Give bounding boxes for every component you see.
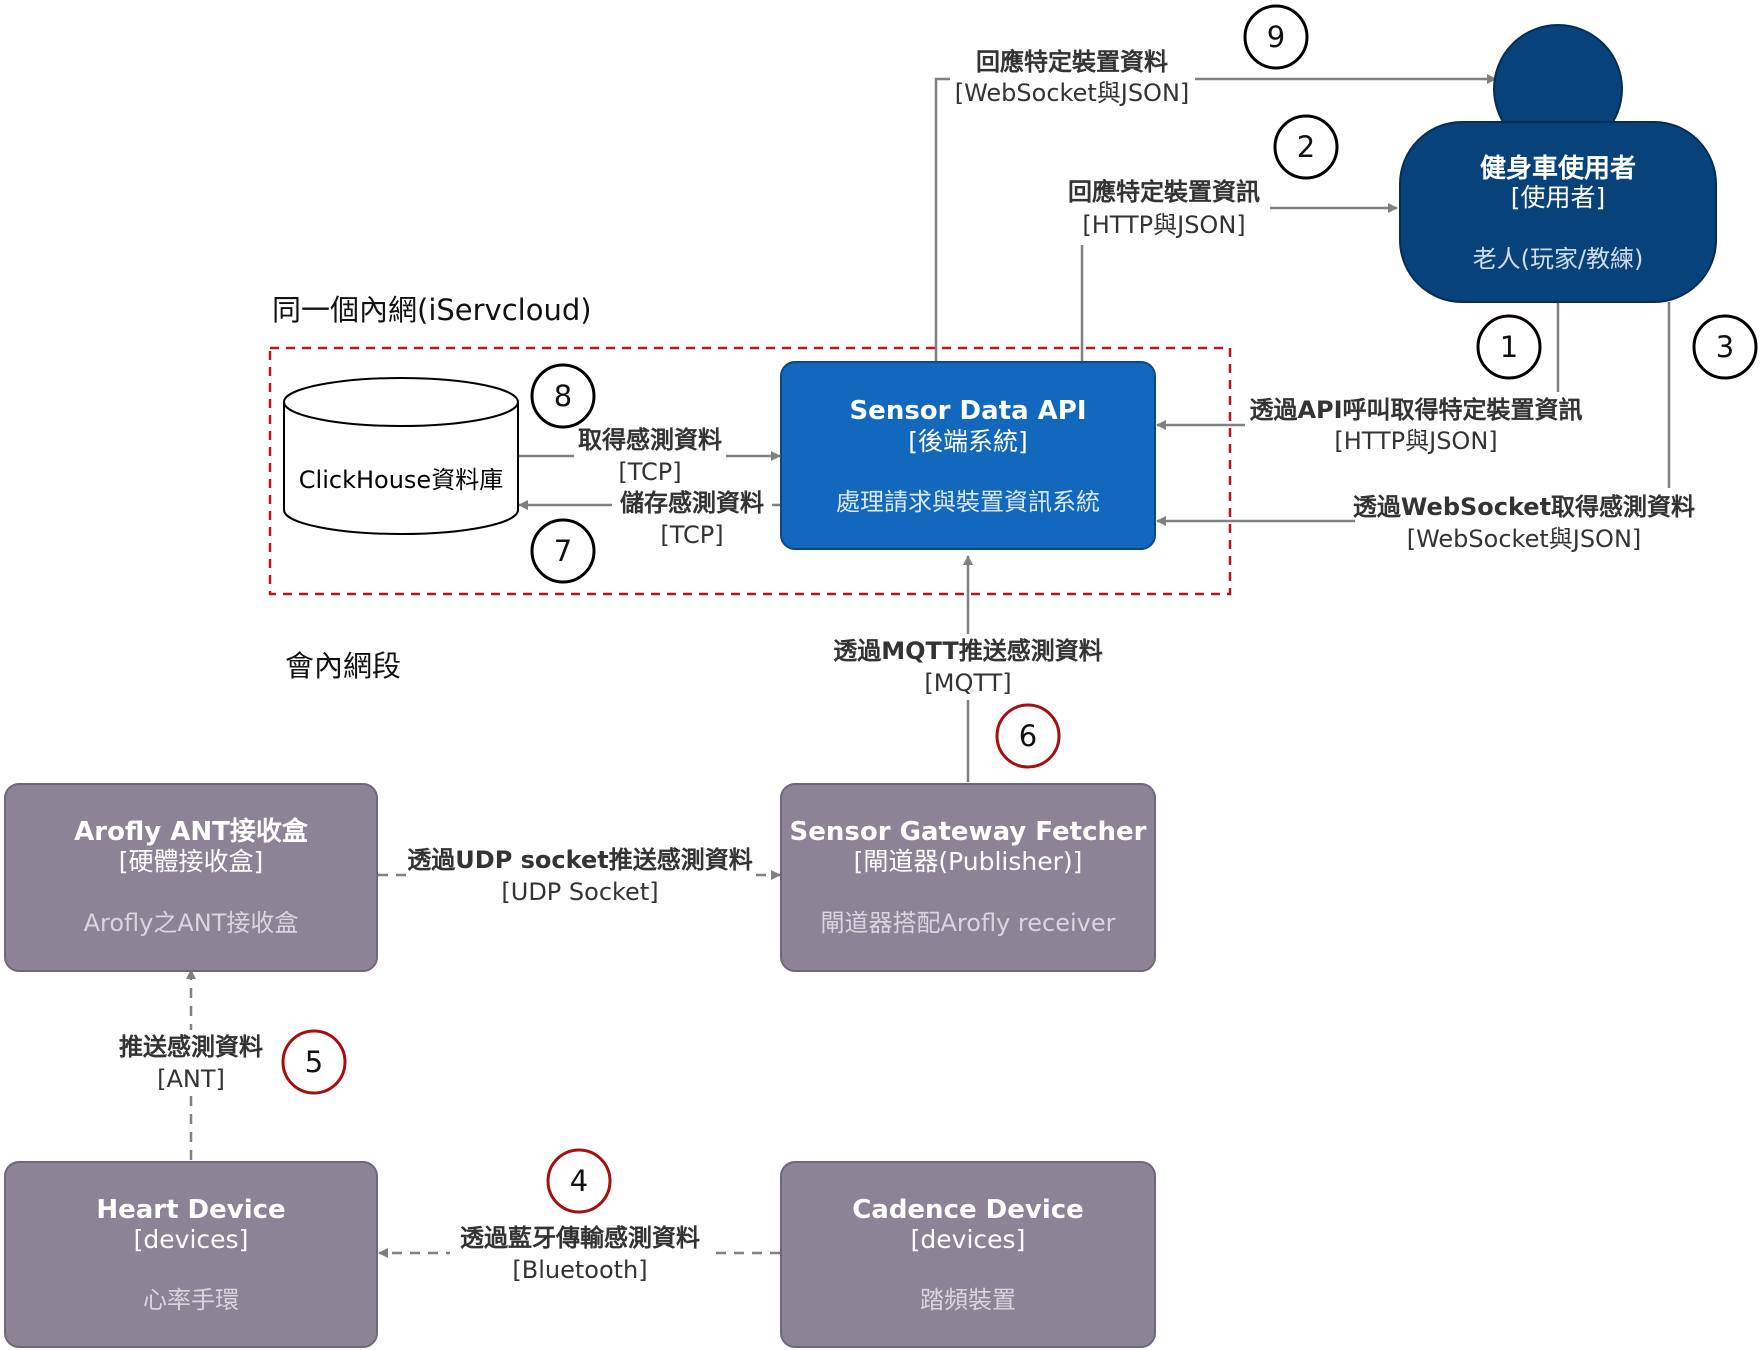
gateway-title: Sensor Gateway Fetcher — [790, 817, 1147, 847]
intranet-zone-label: 同一個內網(iServcloud) — [272, 293, 592, 327]
edge-udp: 透過UDP socket推送感測資料 [UDP Socket] — [378, 843, 781, 909]
api-description: 處理請求與裝置資訊系統 — [836, 488, 1100, 516]
step-8-badge — [530, 363, 596, 429]
step-4-badge — [546, 1148, 612, 1214]
cadence-description: 踏頻裝置 — [920, 1286, 1016, 1314]
edge-3-label: 透過WebSocket取得感測資料 — [1353, 493, 1695, 521]
edge-8-protocol: [TCP] — [618, 458, 681, 486]
step-6-badge — [995, 703, 1061, 769]
edge-9-label: 回應特定裝置資料 — [976, 48, 1168, 76]
edge-udp-label: 透過UDP socket推送感測資料 — [407, 846, 752, 874]
user-description: 老人(玩家/教練) — [1473, 245, 1644, 273]
edge-9-protocol: [WebSocket與JSON] — [955, 79, 1190, 107]
edge-4-label: 透過藍牙傳輸感測資料 — [460, 1224, 700, 1252]
api-title: Sensor Data API — [849, 396, 1086, 426]
edge-4-protocol: [Bluetooth] — [512, 1256, 647, 1284]
intranet-zone-border — [268, 346, 1232, 596]
edge-1-label: 透過API呼叫取得特定裝置資訊 — [1249, 396, 1582, 424]
step-1-number: 1 — [1500, 330, 1518, 364]
edge-7-label: 儲存感測資料 — [620, 489, 764, 517]
api-type: [後端系統] — [908, 427, 1028, 456]
edge-5-protocol: [ANT] — [157, 1065, 225, 1093]
step-9-badge — [1243, 4, 1309, 70]
heart-description: 心率手環 — [143, 1286, 239, 1314]
edge-6: 透過MQTT推送感測資料 [MQTT] 6 — [828, 555, 1108, 782]
gateway-description: 閘道器搭配Arofly receiver — [821, 909, 1116, 937]
user-type: [使用者] — [1511, 183, 1606, 212]
node-clickhouse-db: ClickHouse資料庫 — [283, 377, 519, 535]
step-6-number: 6 — [1019, 719, 1037, 753]
step-3-badge — [1692, 314, 1758, 380]
edge-7-protocol: [TCP] — [660, 521, 723, 549]
step-7-number: 7 — [554, 534, 572, 568]
edge-5-label: 推送感測資料 — [119, 1033, 263, 1061]
node-heart-device: Heart Device [devices] 心率手環 — [4, 1161, 378, 1348]
node-cadence-device: Cadence Device [devices] 踏頻裝置 — [780, 1161, 1156, 1348]
arofly-description: Arofly之ANT接收盒 — [84, 909, 299, 937]
edge-8: 取得感測資料 [TCP] 8 — [518, 363, 781, 490]
step-5-number: 5 — [305, 1045, 323, 1079]
node-arofly-receiver: Arofly ANT接收盒 [硬體接收盒] Arofly之ANT接收盒 — [4, 783, 378, 972]
gateway-type: [閘道器(Publisher)] — [854, 847, 1083, 876]
step-4-number: 4 — [570, 1164, 588, 1198]
edge-6-label: 透過MQTT推送感測資料 — [833, 637, 1103, 665]
edge-3: 透過WebSocket取得感測資料 [WebSocket與JSON] 3 — [1156, 302, 1758, 558]
database-icon — [283, 377, 519, 427]
heart-title: Heart Device — [96, 1195, 285, 1225]
step-2-badge — [1273, 114, 1339, 180]
edge-8-label: 取得感測資料 — [578, 426, 722, 454]
edge-4: 透過藍牙傳輸感測資料 [Bluetooth] 4 — [378, 1148, 780, 1286]
arofly-type: [硬體接收盒] — [119, 847, 264, 876]
cadence-title: Cadence Device — [852, 1195, 1084, 1225]
step-8-number: 8 — [554, 379, 572, 413]
node-sensor-gateway: Sensor Gateway Fetcher [閘道器(Publisher)] … — [780, 783, 1156, 972]
user-title: 健身車使用者 — [1480, 153, 1636, 184]
cadence-type: [devices] — [911, 1225, 1026, 1254]
edge-9: 回應特定裝置資料 [WebSocket與JSON] 9 — [934, 4, 1497, 362]
db-title: ClickHouse資料庫 — [299, 466, 503, 494]
step-7-badge — [530, 518, 596, 584]
edge-udp-protocol: [UDP Socket] — [501, 878, 658, 906]
edge-1: 透過API呼叫取得特定裝置資訊 [HTTP與JSON] 1 — [1156, 302, 1590, 462]
office-zone-label: 會內網段 — [285, 649, 401, 683]
step-2-number: 2 — [1297, 130, 1315, 164]
step-9-number: 9 — [1267, 20, 1285, 54]
edge-2-protocol: [HTTP與JSON] — [1082, 211, 1245, 239]
edge-3-protocol: [WebSocket與JSON] — [1407, 525, 1642, 553]
node-user: 健身車使用者 [使用者] 老人(玩家/教練) — [1399, 24, 1717, 303]
edge-6-protocol: [MQTT] — [924, 669, 1011, 697]
arofly-title: Arofly ANT接收盒 — [74, 816, 309, 847]
edge-5: 推送感測資料 [ANT] 5 — [110, 969, 347, 1160]
node-sensor-data-api: Sensor Data API [後端系統] 處理請求與裝置資訊系統 — [780, 361, 1156, 550]
step-1-badge — [1476, 314, 1542, 380]
edge-2: 回應特定裝置資訊 [HTTP與JSON] 2 — [1060, 114, 1398, 362]
step-5-badge — [281, 1029, 347, 1095]
edge-7: 儲存感測資料 [TCP] 7 — [518, 486, 780, 584]
person-body — [1399, 121, 1717, 303]
edge-2-label: 回應特定裝置資訊 — [1068, 178, 1260, 206]
heart-type: [devices] — [134, 1225, 249, 1254]
edge-1-protocol: [HTTP與JSON] — [1334, 427, 1497, 455]
step-3-number: 3 — [1716, 330, 1734, 364]
